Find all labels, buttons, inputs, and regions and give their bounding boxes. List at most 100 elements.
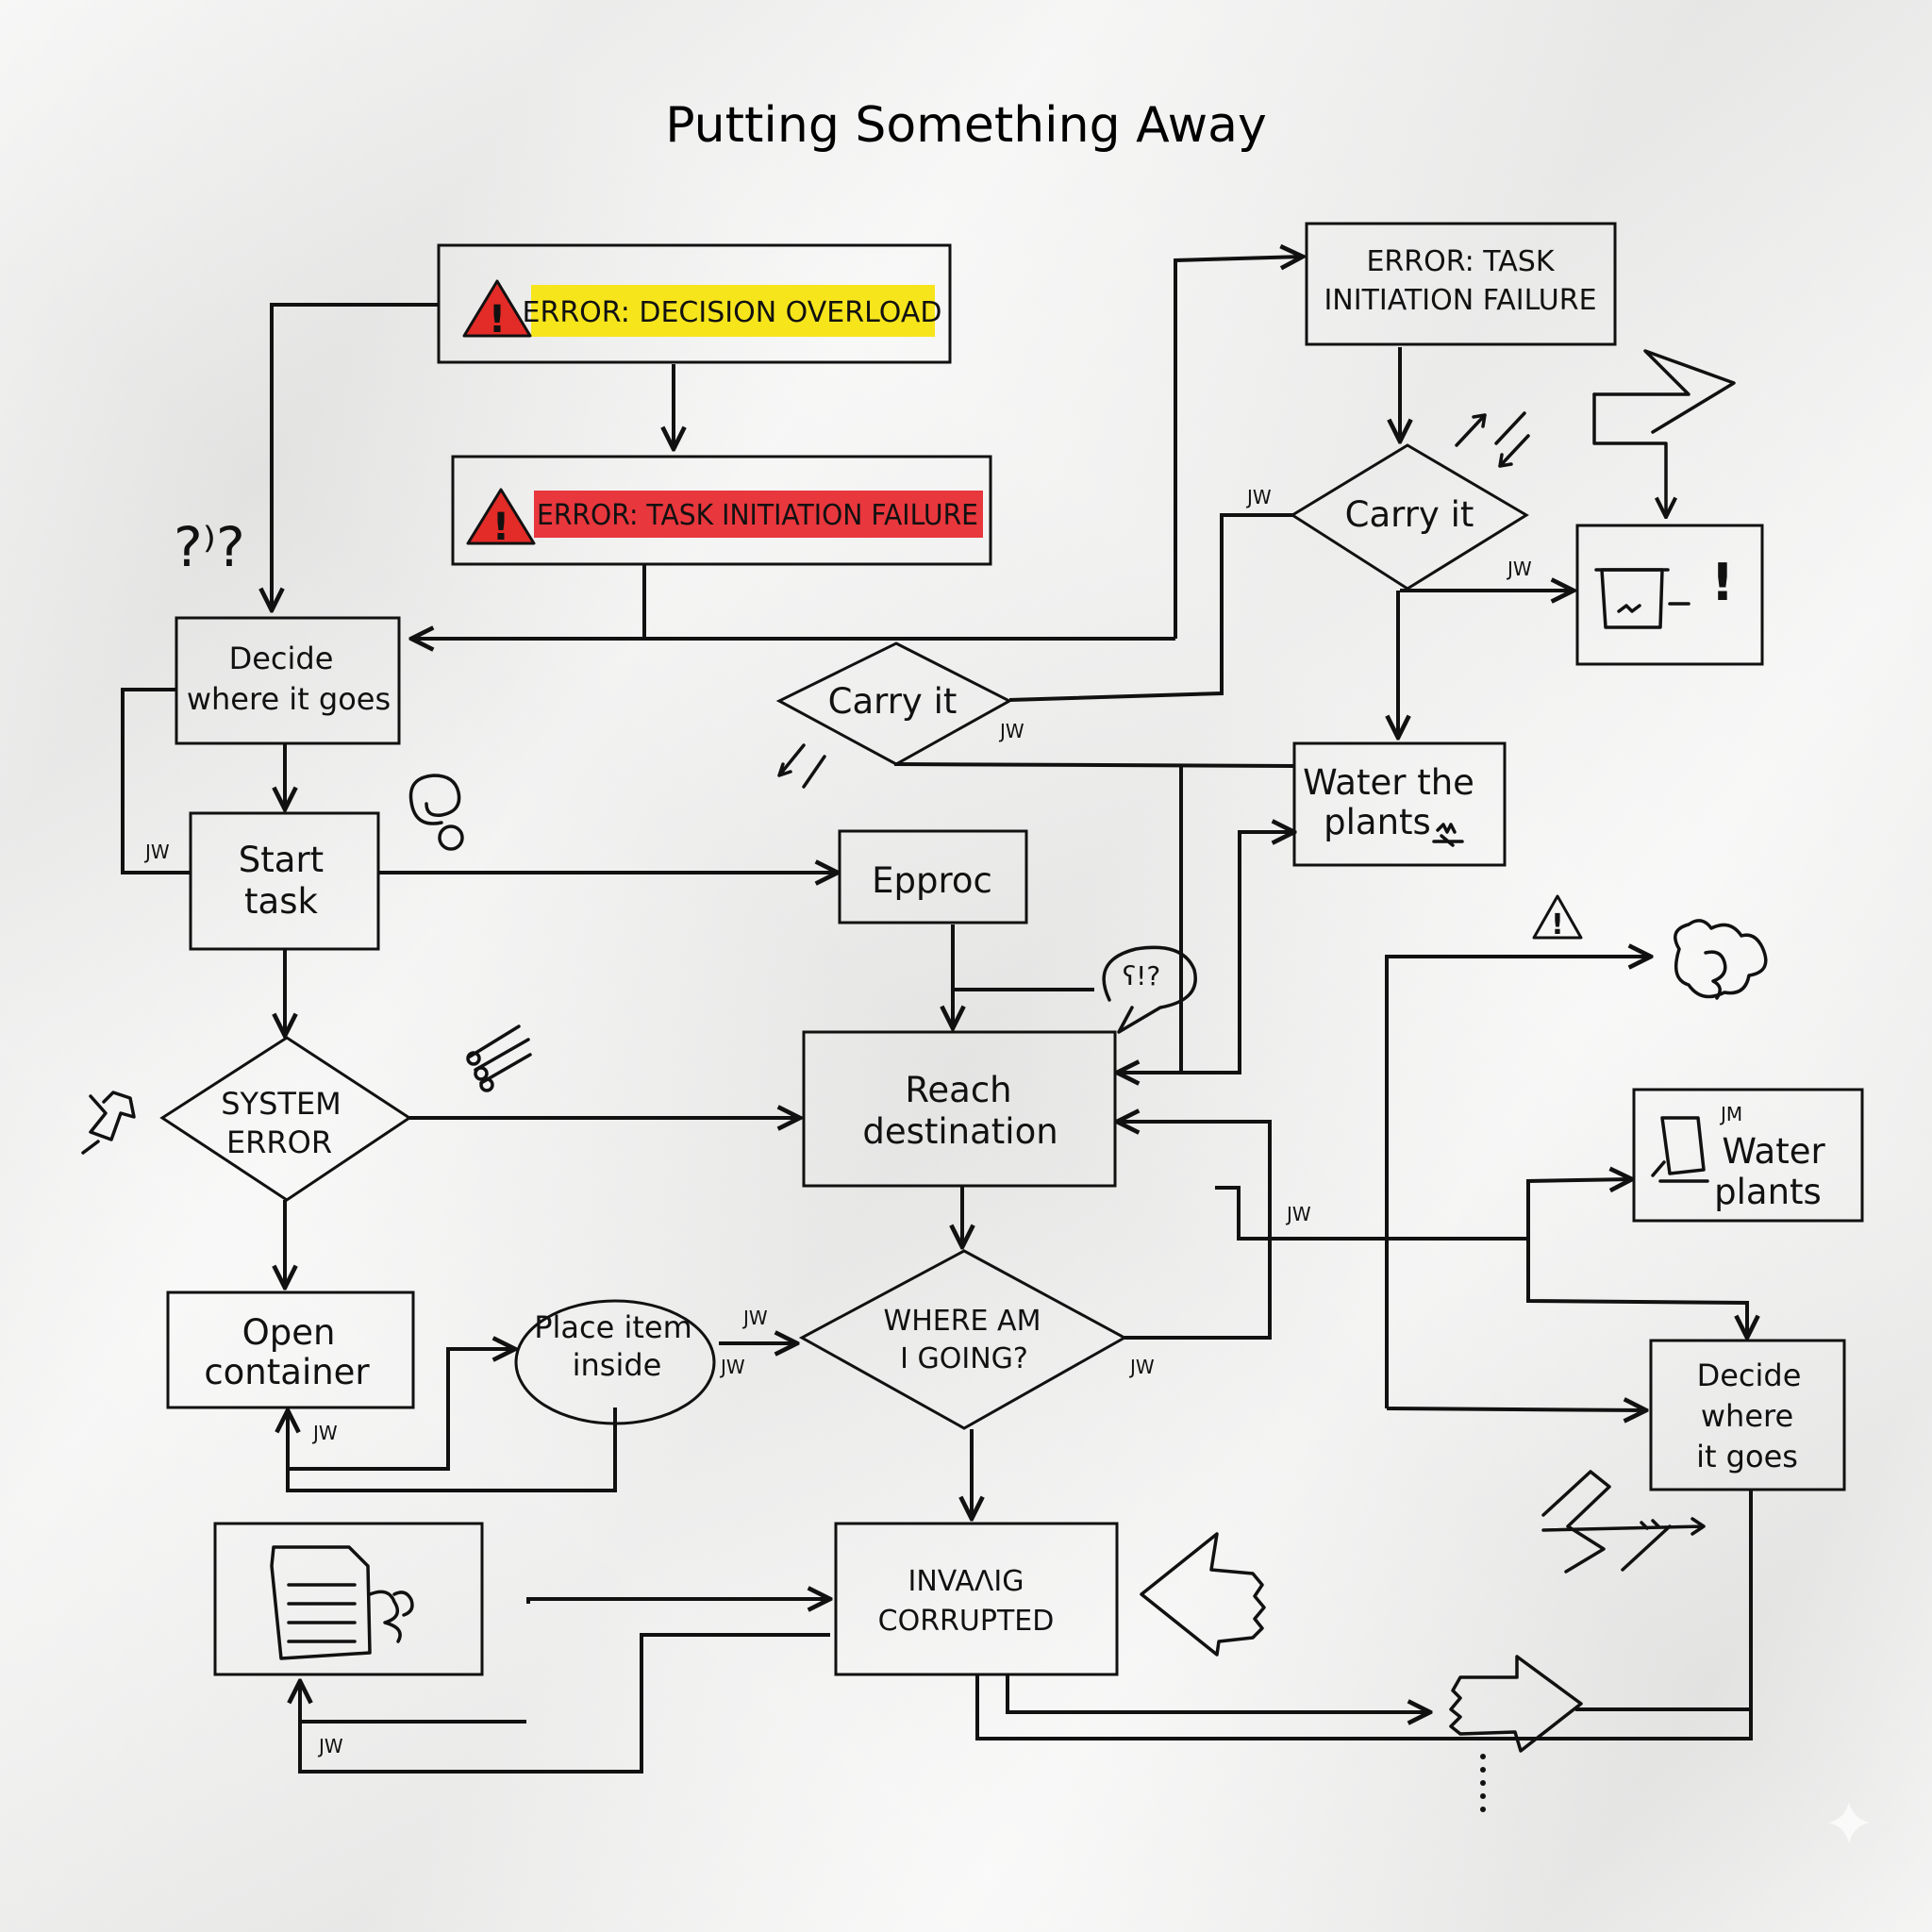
warning-triangle-icon: ! xyxy=(1532,894,1583,941)
invalid-corrupted-line1: INVAꓥIG xyxy=(908,1565,1024,1598)
edge-to-water-plants-right xyxy=(1526,1179,1632,1300)
tag-place-top: JW xyxy=(741,1307,768,1329)
place-item-line2: inside xyxy=(573,1347,662,1383)
question-marks-doodle: ?⁾? xyxy=(174,515,245,579)
open-container-node: Open container xyxy=(166,1291,415,1409)
error-decision-overload-node: ! ERROR: DECISION OVERLOAD xyxy=(437,243,952,364)
water-plants-right-line1: Water xyxy=(1722,1131,1825,1172)
svg-text:!: ! xyxy=(1551,908,1564,941)
sparkle-icon xyxy=(1828,1802,1870,1843)
invalid-corrupted-line2: CORRUPTED xyxy=(878,1605,1055,1638)
edge-bottom-to-decide-right xyxy=(975,1491,1753,1740)
tag-carry-upper-left: JW xyxy=(1245,486,1272,508)
place-item-line1: Place item xyxy=(534,1309,692,1345)
red-highlight xyxy=(534,491,983,538)
carry-it-upper-diamond: Carry it xyxy=(1290,443,1529,591)
decide-where-right-line1: Decide xyxy=(1697,1357,1802,1393)
open-container-line1: Open xyxy=(242,1312,336,1353)
edge-open-to-place xyxy=(288,1349,515,1471)
edge-carry-lower-to-water xyxy=(893,762,1295,768)
svg-text:ʕ!?: ʕ!? xyxy=(1123,960,1160,991)
exclamation-mark: ! xyxy=(1711,553,1735,612)
speech-bubble-icon: ʕ!? xyxy=(1102,945,1197,1034)
dotted-trail xyxy=(1480,1754,1486,1812)
error-task-initiation-red-node: ! ERROR: TASK INITIATION FAILURE xyxy=(451,455,992,566)
start-task-line2: task xyxy=(244,881,318,922)
where-am-i-going-line2: I GOING? xyxy=(900,1342,1028,1375)
carry-it-lower-diamond: Carry it xyxy=(775,641,1013,766)
water-plants-right-node: Water plants JM xyxy=(1632,1088,1864,1223)
open-container-line2: container xyxy=(204,1352,370,1392)
swap-arrows-icon xyxy=(1455,411,1530,468)
pin-icon xyxy=(466,1024,532,1092)
error-task-initiation-box: ERROR: TASK INITIATION FAILURE xyxy=(1305,222,1617,346)
error-task-initiation-red-label: ERROR: TASK INITIATION FAILURE xyxy=(537,499,978,532)
hand-right-arrow-icon xyxy=(1449,1655,1583,1753)
decide-where-right-line2: where xyxy=(1701,1398,1793,1434)
edge-where-to-reach xyxy=(1117,1122,1272,1340)
tag-carry-upper-right: JW xyxy=(1506,558,1532,580)
edge-tags: JW JW JW JW JW JW JW JW JW JW xyxy=(143,486,1532,1757)
water-the-plants-line1: Water the xyxy=(1303,762,1474,803)
edge-to-error-task-box xyxy=(1174,257,1303,639)
edge-right-to-decide xyxy=(1386,1408,1646,1410)
epproc-node: Epproc xyxy=(838,829,1028,924)
scribble-icon xyxy=(1432,823,1464,847)
edge-invalid-to-arrow xyxy=(1006,1675,1430,1712)
reach-destination-node: Reach destination xyxy=(802,1030,1117,1188)
tag-bottom-left: JW xyxy=(317,1735,343,1757)
doodles: ?⁾? ʕ!? xyxy=(81,349,1870,1843)
tag-water-plants-right: JM xyxy=(1719,1103,1742,1125)
scribble-arrows-icon xyxy=(1541,1470,1706,1574)
error-task-initiation-line2: INITIATION FAILURE xyxy=(1324,284,1596,317)
tag-carry-lower: JW xyxy=(998,720,1024,742)
svg-text:!: ! xyxy=(489,298,506,341)
decide-where-left-line2: where it goes xyxy=(187,681,391,717)
edge-to-decide-right xyxy=(1526,1239,1747,1338)
edge-overload-to-decide xyxy=(272,303,439,610)
invalid-corrupted-node: INVAꓥIG CORRUPTED xyxy=(834,1522,1119,1676)
epproc-label: Epproc xyxy=(872,860,992,901)
where-am-i-going-diamond: WHERE AM I GOING? xyxy=(798,1249,1128,1430)
start-task-node: Start task xyxy=(189,811,380,951)
edge-carry-lower-to-upper xyxy=(1008,513,1294,702)
tag-open-container: JW xyxy=(311,1422,338,1444)
where-am-i-going-line1: WHERE AM xyxy=(884,1305,1041,1338)
pointing-arrow-icon xyxy=(1592,349,1736,517)
place-item-inside-node: Place item inside xyxy=(514,1299,716,1425)
start-task-line1: Start xyxy=(239,840,324,880)
reach-destination-line2: destination xyxy=(862,1111,1058,1152)
system-error-diamond: SYSTEM ERROR xyxy=(159,1036,412,1202)
carry-it-lower-label: Carry it xyxy=(828,681,958,722)
error-task-initiation-line1: ERROR: TASK xyxy=(1366,245,1555,278)
puzzle-icon xyxy=(1674,919,1768,1000)
edge-invalid-to-cabinet xyxy=(300,1633,830,1774)
decide-where-left-node: Decide where it goes xyxy=(175,616,401,745)
small-arrows-icon xyxy=(777,743,826,789)
hand-left-arrow-icon xyxy=(1140,1532,1266,1657)
yellow-highlight xyxy=(531,285,935,337)
warning-triangle-icon: ! xyxy=(466,488,536,549)
bin-icon xyxy=(1594,568,1690,629)
spiral-icon xyxy=(408,774,464,851)
tag-start-task: JW xyxy=(143,841,170,863)
water-plants-right-line2: plants xyxy=(1714,1172,1822,1212)
page-title: Putting Something Away xyxy=(665,97,1267,154)
tag-where-right: JW xyxy=(1128,1356,1155,1378)
edge-place-to-open xyxy=(288,1407,617,1492)
error-decision-overload-label: ERROR: DECISION OVERLOAD xyxy=(523,296,942,329)
edge-reach-to-water xyxy=(1160,832,1294,1074)
water-the-plants-node: Water the plants xyxy=(1292,741,1507,867)
hammer-icon xyxy=(81,1091,136,1155)
watering-can-icon xyxy=(1651,1116,1709,1183)
edge-cross-right xyxy=(1215,1186,1528,1241)
edge-decide-loop xyxy=(121,688,191,874)
decide-where-right-line3: it goes xyxy=(1696,1439,1798,1474)
connectors xyxy=(121,257,1753,1774)
carry-it-upper-label: Carry it xyxy=(1345,494,1474,535)
edge-cabinet-to-invalid xyxy=(526,1599,830,1604)
system-error-line1: SYSTEM xyxy=(221,1086,341,1122)
reach-destination-line1: Reach xyxy=(905,1070,1011,1110)
edge-right-vertical xyxy=(1385,957,1651,1408)
tag-place-bottom: JW xyxy=(719,1356,745,1378)
